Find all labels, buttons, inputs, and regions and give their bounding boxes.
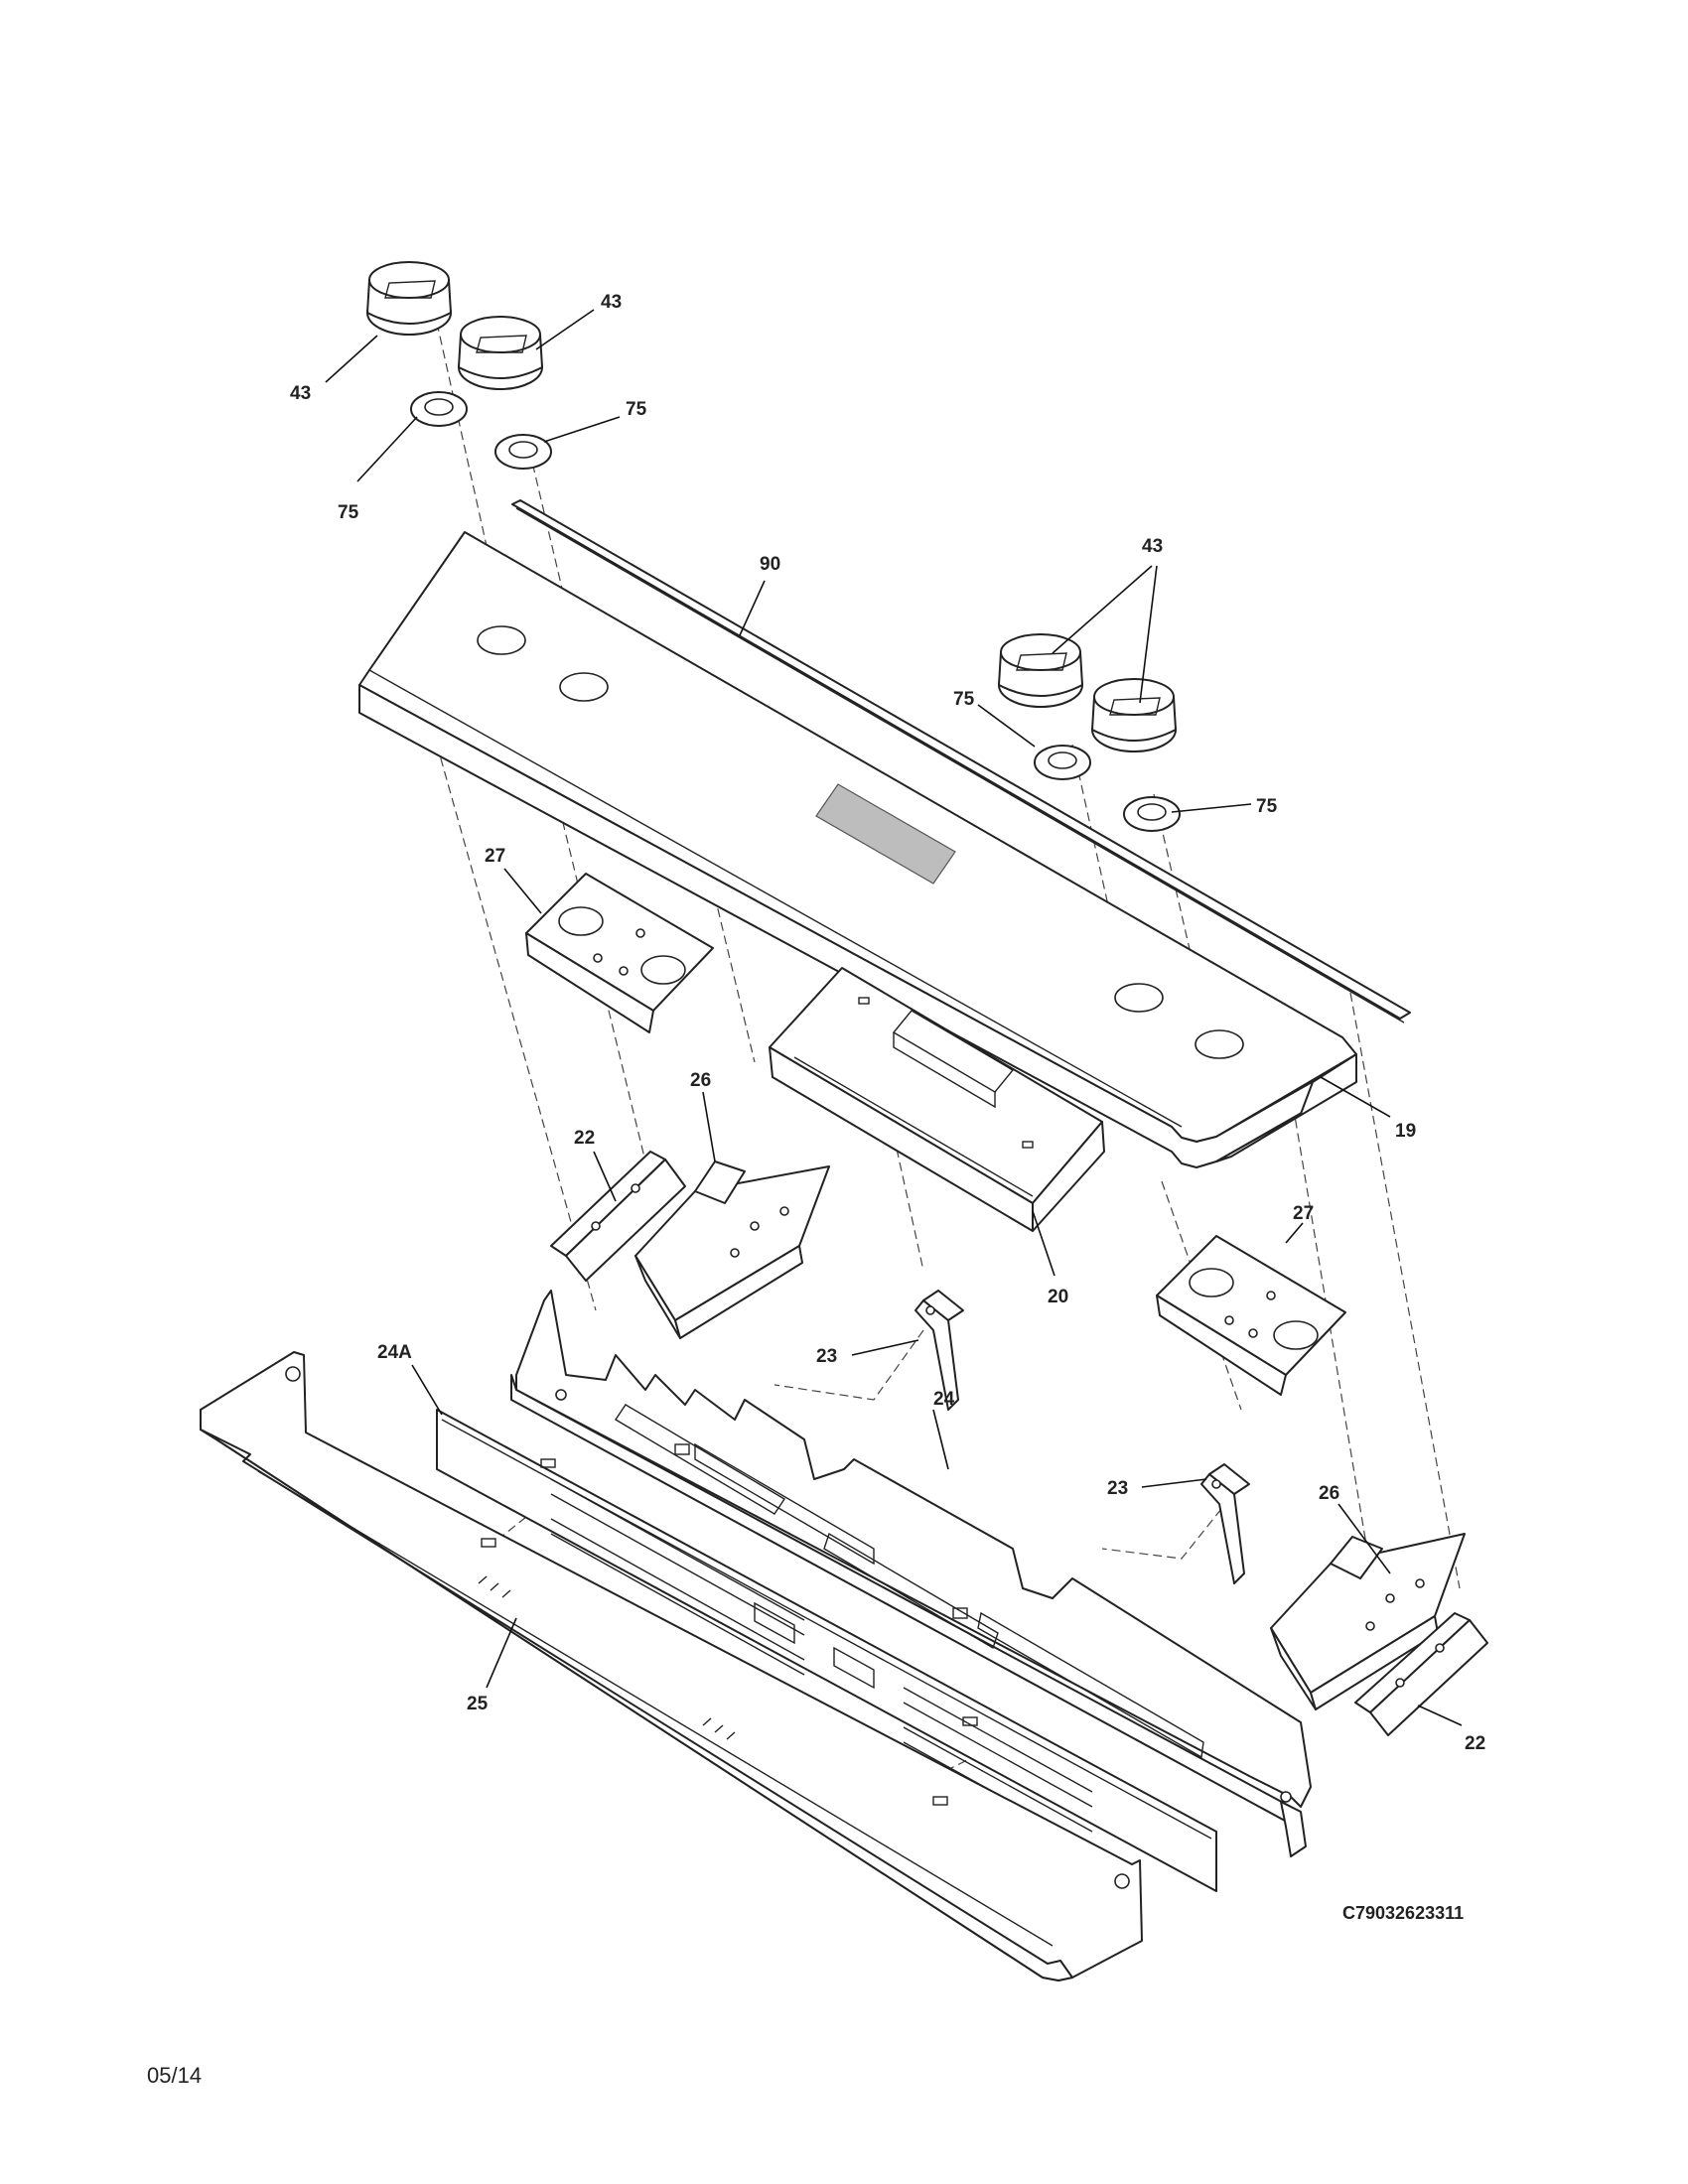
callout-knob-43-center: 43 xyxy=(601,292,622,313)
knob-43-upper-center xyxy=(458,316,543,390)
grommet-75-right-upper xyxy=(1034,745,1091,780)
callout-knob-43-left: 43 xyxy=(290,383,311,404)
knob-43-right-upper xyxy=(998,633,1083,708)
callout-bracket-26-left: 26 xyxy=(690,1070,711,1091)
grommet-75-upper-center xyxy=(494,434,552,470)
trim-strip-90 xyxy=(511,499,1411,1024)
bracket-26-right xyxy=(1270,1533,1466,1710)
bracket-27-left xyxy=(525,873,714,1033)
revision-date: 05/14 xyxy=(147,2063,203,2088)
callout-clip-23-upper: 23 xyxy=(816,1346,837,1367)
callout-clip-23-lower: 23 xyxy=(1107,1478,1128,1499)
callout-grommet-75-center: 75 xyxy=(626,399,647,420)
callout-grommet-75-right-upper: 75 xyxy=(953,689,975,710)
callout-clip-22-right: 22 xyxy=(1465,1733,1485,1754)
grommet-75-upper-left xyxy=(410,391,468,427)
leader-lines xyxy=(325,309,1463,1726)
clip-23-lower xyxy=(1200,1463,1250,1584)
callout-labels: 43 43 43 75 75 75 75 90 19 27 27 26 26 2… xyxy=(290,292,1485,1754)
callout-backguard-24: 24 xyxy=(933,1389,955,1410)
callout-clip-22-left: 22 xyxy=(574,1128,595,1149)
knob-43-right-lower xyxy=(1091,678,1177,752)
backguard-24 xyxy=(510,1290,1312,1857)
callout-bracket-27-right: 27 xyxy=(1293,1203,1314,1224)
bracket-27-right xyxy=(1156,1235,1346,1396)
callout-bottom-trim-25: 25 xyxy=(467,1694,489,1714)
callout-knob-43-right-pair: 43 xyxy=(1142,536,1163,557)
callout-control-board-20: 20 xyxy=(1048,1287,1068,1307)
callout-trim-strip-90: 90 xyxy=(760,554,780,575)
clip-22-left xyxy=(550,1151,686,1282)
bracket-26-left xyxy=(634,1160,830,1339)
callout-insulation-24A: 24A xyxy=(377,1342,412,1363)
callout-bracket-27-left: 27 xyxy=(485,846,505,867)
callout-grommet-75-right-lower: 75 xyxy=(1256,796,1278,817)
callout-grommet-75-left: 75 xyxy=(338,502,359,523)
grommet-75-right-lower xyxy=(1123,796,1181,832)
callout-control-panel-19: 19 xyxy=(1395,1121,1416,1142)
control-board-20 xyxy=(769,967,1105,1232)
knob-43-upper-left xyxy=(366,261,452,336)
drawing-code: C79032623311 xyxy=(1342,1903,1465,1923)
clip-22-right xyxy=(1354,1612,1488,1736)
bottom-trim-25 xyxy=(200,1351,1143,1981)
control-panel-19 xyxy=(358,531,1357,1168)
callout-bracket-26-right: 26 xyxy=(1319,1483,1339,1504)
insulation-panel-24A xyxy=(436,1409,1217,1892)
clip-23-upper xyxy=(914,1290,964,1411)
